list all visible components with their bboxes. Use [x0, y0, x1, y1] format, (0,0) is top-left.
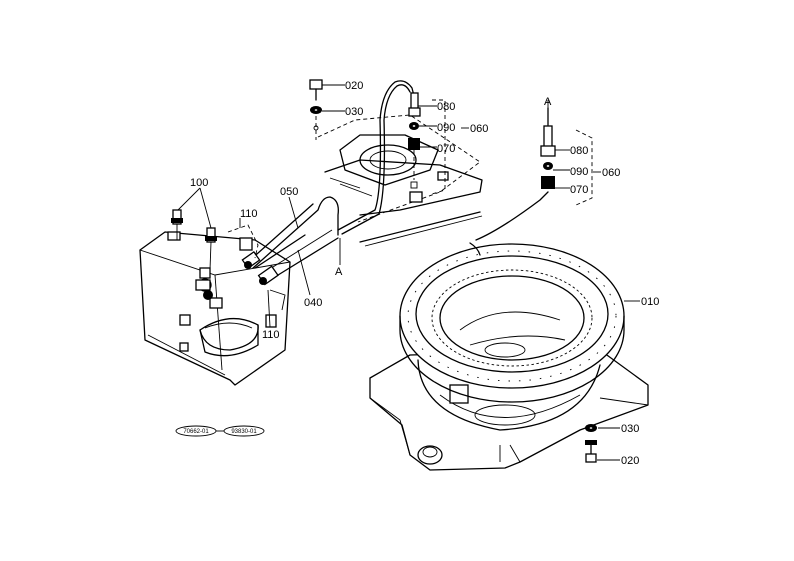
- reference-tags: 70662-01 93830-01: [175, 425, 265, 437]
- label-030-bottom: 030: [621, 423, 639, 435]
- label-060-right: 060: [602, 167, 620, 179]
- label-080-top: 080: [437, 101, 455, 113]
- fitting-set-top: [408, 92, 446, 195]
- elbow-fitting: [195, 279, 213, 300]
- label-070-top: 070: [437, 143, 455, 155]
- fitting-110-upper: [241, 250, 261, 270]
- label-050: 050: [280, 186, 298, 198]
- label-080-right: 080: [570, 145, 588, 157]
- fitting-100-left: [171, 209, 183, 240]
- label-100: 100: [190, 177, 208, 189]
- label-A-top: A: [544, 96, 552, 108]
- reference-tag-1: 70662-01: [183, 429, 209, 435]
- label-A-mid: A: [335, 266, 343, 278]
- fitting-100-right: [205, 227, 217, 271]
- swivel-bearing-ring: [399, 243, 625, 403]
- label-030-top: 030: [345, 106, 363, 118]
- fitting-110-lower: [257, 265, 279, 286]
- label-020-bottom: 020: [621, 455, 639, 467]
- upper-frame: [317, 114, 483, 247]
- line-A-right: [469, 191, 549, 256]
- leader-lines: [177, 84, 640, 461]
- hose-040: [254, 234, 306, 269]
- label-090-top: 090: [437, 122, 455, 134]
- label-010: 010: [641, 296, 659, 308]
- bolt-020-top: [309, 79, 323, 140]
- part-labels: 020 030 080 090 060 070 A 080 090 060 07…: [190, 80, 659, 467]
- bolt-020-bottom: [585, 424, 597, 463]
- label-040: 040: [304, 297, 322, 309]
- label-070-right: 070: [570, 184, 588, 196]
- label-060-top: 060: [470, 123, 488, 135]
- label-110-bottom: 110: [262, 329, 280, 341]
- label-020-top: 020: [345, 80, 363, 92]
- reference-tag-2: 93830-01: [231, 429, 257, 435]
- label-090-right: 090: [570, 166, 588, 178]
- fitting-set-right: [540, 107, 593, 206]
- line-A-left: [337, 80, 415, 235]
- hose-050: [247, 196, 339, 281]
- label-110-top: 110: [240, 208, 258, 220]
